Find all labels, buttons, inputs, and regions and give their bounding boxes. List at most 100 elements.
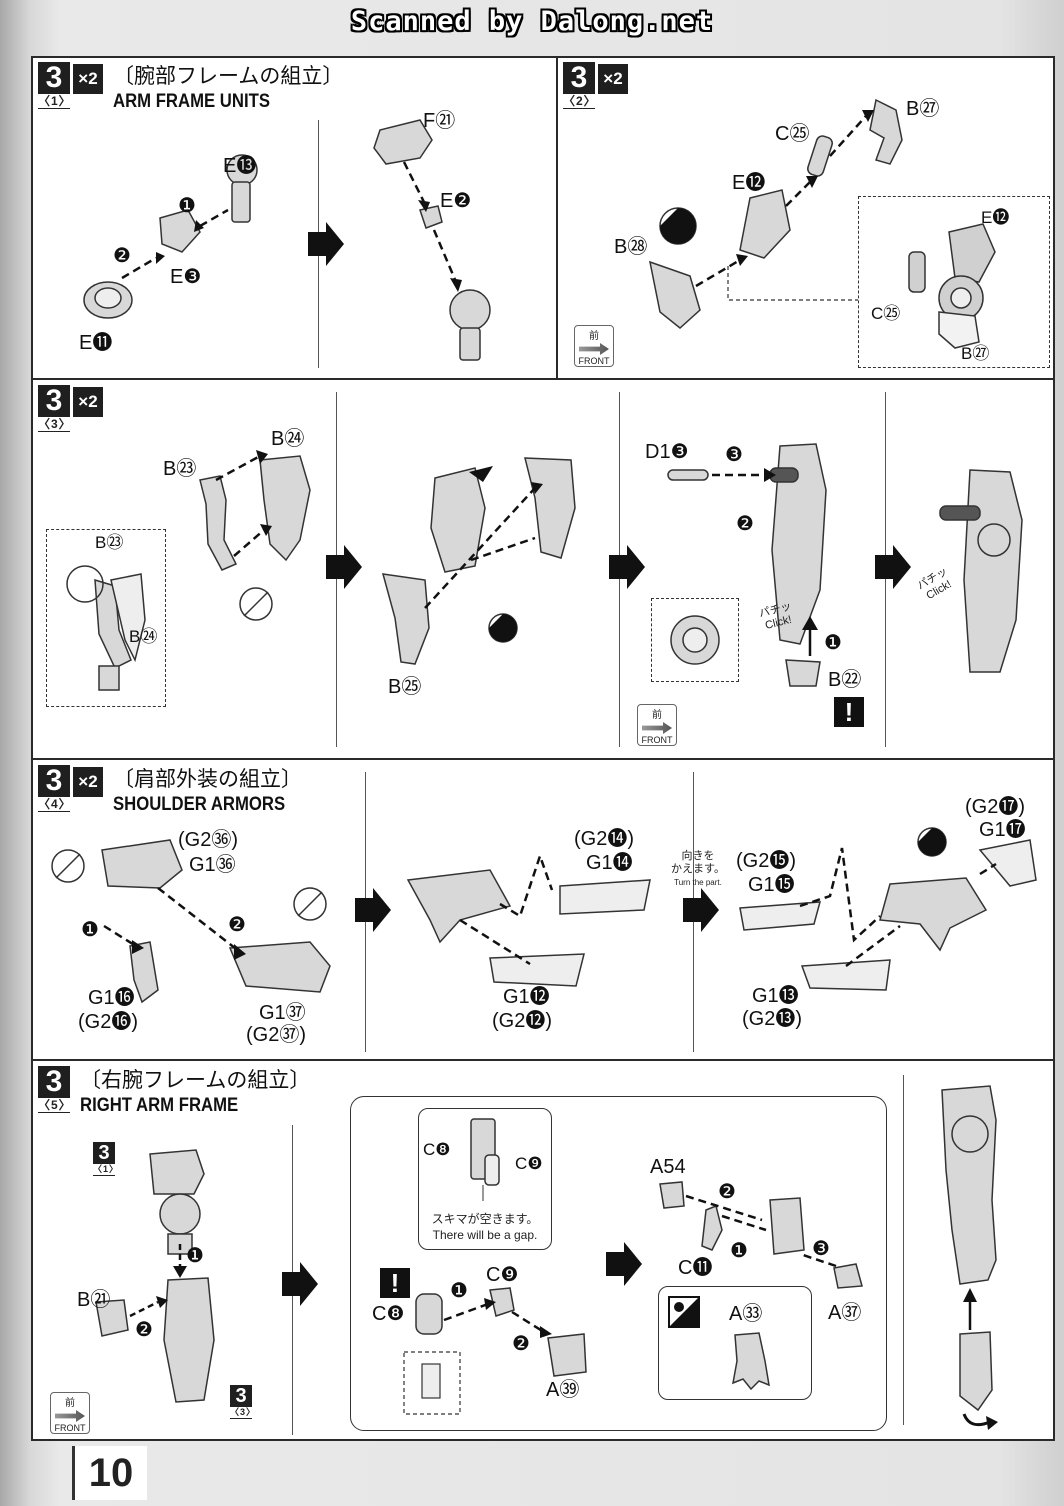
row-divider xyxy=(31,758,1055,760)
scan-credit: Scanned by Dalong.net xyxy=(350,6,714,37)
sub-separator xyxy=(903,1075,904,1425)
front-direction-badge: 前 FRONT xyxy=(574,325,614,367)
step-3-2-header: 3 〈2〉 ×2 xyxy=(563,62,628,109)
part-label: C㉕ xyxy=(871,304,901,323)
part-label: (G2⓰) xyxy=(78,1011,138,1033)
page-number: 10 xyxy=(72,1446,147,1500)
part-label: C❽ xyxy=(372,1303,405,1325)
step-arrow-icon xyxy=(683,888,719,932)
part-label: C❾ xyxy=(515,1154,543,1173)
part-label: B㉘ xyxy=(614,236,648,258)
hand-option-bubble: A㉝ xyxy=(658,1286,812,1400)
step-arrow-icon xyxy=(875,545,911,589)
gap-note-en: There will be a gap. xyxy=(432,1228,538,1242)
step-title-jp: 〔腕部フレームの組立〕 xyxy=(113,65,344,88)
step-3-3-diagram-c xyxy=(667,443,827,687)
part-label: E❷ xyxy=(440,190,472,212)
part-label: G1⓯ xyxy=(748,874,795,896)
front-arrow-icon xyxy=(642,722,672,734)
step-arrow-icon xyxy=(308,222,344,266)
part-label: G1⓮ xyxy=(586,852,633,874)
order-marker: ❸ xyxy=(725,444,743,466)
quantity-badge: ×2 xyxy=(73,767,103,797)
front-badge-en: FRONT xyxy=(578,356,610,366)
step-3-3-diagram-d xyxy=(939,469,1023,673)
part-label: B㉒ xyxy=(828,669,862,691)
quantity-badge: ×2 xyxy=(73,64,103,94)
part-label: (G2⓬) xyxy=(492,1010,552,1032)
part-label: G1㊱ xyxy=(189,854,236,876)
step-3-1-header: 3 〈1〉 ×2 〔腕部フレームの組立〕 ARM FRAME UNITS xyxy=(38,62,343,114)
part-label: (G2㊱) xyxy=(178,829,238,851)
step-arrow-icon xyxy=(355,888,391,932)
part-label: G1⓱ xyxy=(979,819,1026,841)
step-title-en: SHOULDER ARMORS xyxy=(113,794,286,815)
order-marker: ❷ xyxy=(736,513,754,535)
step-3-1-diagram-a xyxy=(83,154,258,319)
reference-step-number: 3 xyxy=(230,1385,252,1407)
reference-step-number: 3 xyxy=(93,1142,115,1164)
step-title-jp: 〔右腕フレームの組立〕 xyxy=(80,1069,311,1092)
part-label: (G2⓯) xyxy=(736,850,796,872)
part-label: D1❸ xyxy=(645,441,689,463)
step-number-value: 3 xyxy=(38,1066,70,1098)
part-label: A㉝ xyxy=(729,1303,763,1325)
part-label: B㉓ xyxy=(163,458,197,480)
order-marker: ❸ xyxy=(812,1238,830,1260)
part-label: C㉕ xyxy=(775,123,810,145)
detail-callout: B㉓ B㉔ xyxy=(46,529,166,707)
part-label: F㉑ xyxy=(423,110,456,132)
part-label: A㊴ xyxy=(546,1379,580,1401)
part-label: B㉑ xyxy=(77,1289,111,1311)
reference-step-badge: 3 〈1〉 xyxy=(93,1142,118,1176)
step-3-1-diagram-b xyxy=(373,119,491,361)
order-marker: ❷ xyxy=(718,1181,736,1203)
part-label: G1㊲ xyxy=(259,1002,306,1024)
reference-step-sub: 〈3〉 xyxy=(230,1407,257,1419)
detail-callout: E⓬ C㉕ B㉗ xyxy=(858,196,1050,368)
step-arrow-icon xyxy=(606,1242,642,1286)
step-sub-number: 〈3〉 xyxy=(38,417,72,432)
order-marker: ❶ xyxy=(81,919,99,941)
step-title-en: RIGHT ARM FRAME xyxy=(80,1095,239,1116)
turn-part-note: 向きを かえます。 Turn the part. xyxy=(668,850,728,889)
order-marker: ❷ xyxy=(113,245,131,267)
step-3-5-header: 3 〈5〉 〔右腕フレームの組立〕 RIGHT ARM FRAME xyxy=(38,1066,310,1118)
part-label: (G2⓱) xyxy=(965,796,1025,818)
step-title-jp: 〔肩部外装の組立〕 xyxy=(113,768,302,791)
step-3-5-diagram-b xyxy=(403,1287,587,1415)
part-label: G1⓭ xyxy=(752,985,799,1007)
step-arrow-icon xyxy=(609,545,645,589)
part-label: B㉗ xyxy=(961,344,990,363)
step-3-4-diagram-c xyxy=(739,827,1037,991)
step-3-3-header: 3 〈3〉 ×2 xyxy=(38,385,103,432)
step-3-2-diagram xyxy=(649,98,903,329)
part-label: C❾ xyxy=(486,1264,519,1286)
step-3-5-diagram-d xyxy=(941,1085,998,1430)
order-marker: ❶ xyxy=(824,632,842,654)
step-number-value: 3 xyxy=(38,385,70,417)
step-title-en: ARM FRAME UNITS xyxy=(113,91,270,112)
part-label: A54 xyxy=(650,1156,686,1178)
step-3-5-diagram-a xyxy=(95,1149,215,1403)
caution-icon: ! xyxy=(834,697,864,727)
part-label: E⓬ xyxy=(981,208,1010,227)
part-label: C❽ xyxy=(423,1140,451,1159)
step-number-value: 3 xyxy=(563,62,595,94)
front-arrow-icon xyxy=(55,1410,85,1422)
row-divider xyxy=(31,378,1055,380)
front-badge-jp: 前 xyxy=(65,1398,75,1409)
gap-note-jp: スキマが空きます。 xyxy=(431,1212,539,1226)
order-marker: ❷ xyxy=(228,914,246,936)
part-label: E⓫ xyxy=(79,332,113,354)
part-label: B㉔ xyxy=(129,627,158,646)
column-divider xyxy=(556,56,558,380)
part-label: B㉓ xyxy=(95,533,124,552)
reference-step-badge: 3 〈3〉 xyxy=(230,1385,257,1419)
part-label: B㉔ xyxy=(271,428,305,450)
part-label: A㊲ xyxy=(828,1302,862,1324)
front-badge-jp: 前 xyxy=(589,331,599,342)
option-parts-icon xyxy=(668,1296,700,1328)
order-marker: ❶ xyxy=(178,195,196,217)
